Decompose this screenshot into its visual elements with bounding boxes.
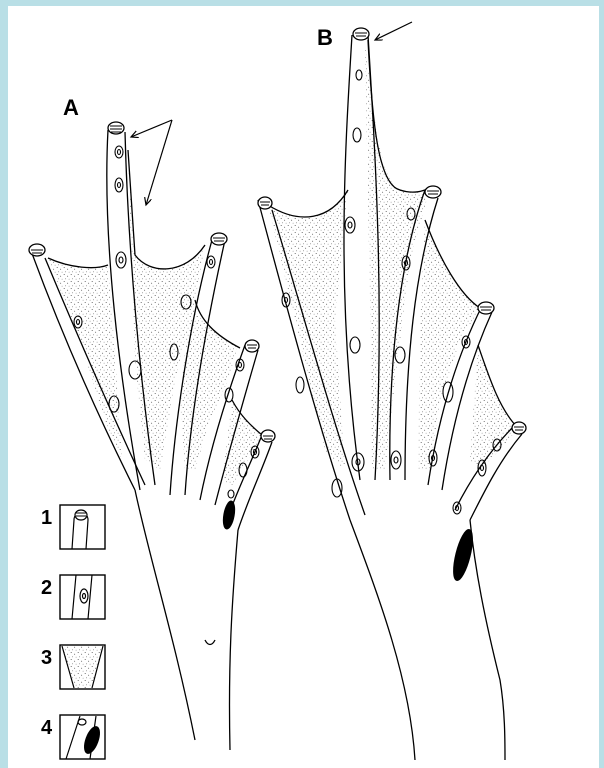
toe-b2	[344, 35, 360, 480]
foot-b	[258, 28, 526, 760]
toe-segment-icon	[60, 575, 105, 619]
legend: 1 2 3 4	[41, 505, 105, 759]
panel-label-a: A	[63, 95, 79, 120]
web-membrane-icon	[60, 645, 105, 689]
web-membrane-b4	[470, 345, 518, 470]
metatarsal-tubercle-icon	[60, 715, 105, 759]
arrow-b	[375, 22, 412, 40]
legend-num-3: 3	[41, 647, 52, 669]
panel-label-b: B	[317, 25, 333, 50]
leg-b-right	[470, 520, 505, 760]
legend-num-4: 4	[41, 717, 53, 739]
leg-a-left	[135, 490, 195, 740]
web-membrane-b3	[418, 220, 480, 470]
web-membrane-a4	[222, 400, 262, 485]
leg-b-left	[350, 520, 415, 760]
metatarsal-tubercle-b	[450, 528, 476, 582]
metatarsal-tubercle-a	[222, 500, 237, 529]
toe-tip-icon	[60, 505, 105, 549]
legend-num-2: 2	[41, 577, 52, 599]
web-membrane-a1	[48, 258, 122, 460]
legend-num-1: 1	[41, 507, 52, 529]
arrow-group-a	[131, 120, 172, 205]
leg-a-right	[229, 530, 238, 750]
